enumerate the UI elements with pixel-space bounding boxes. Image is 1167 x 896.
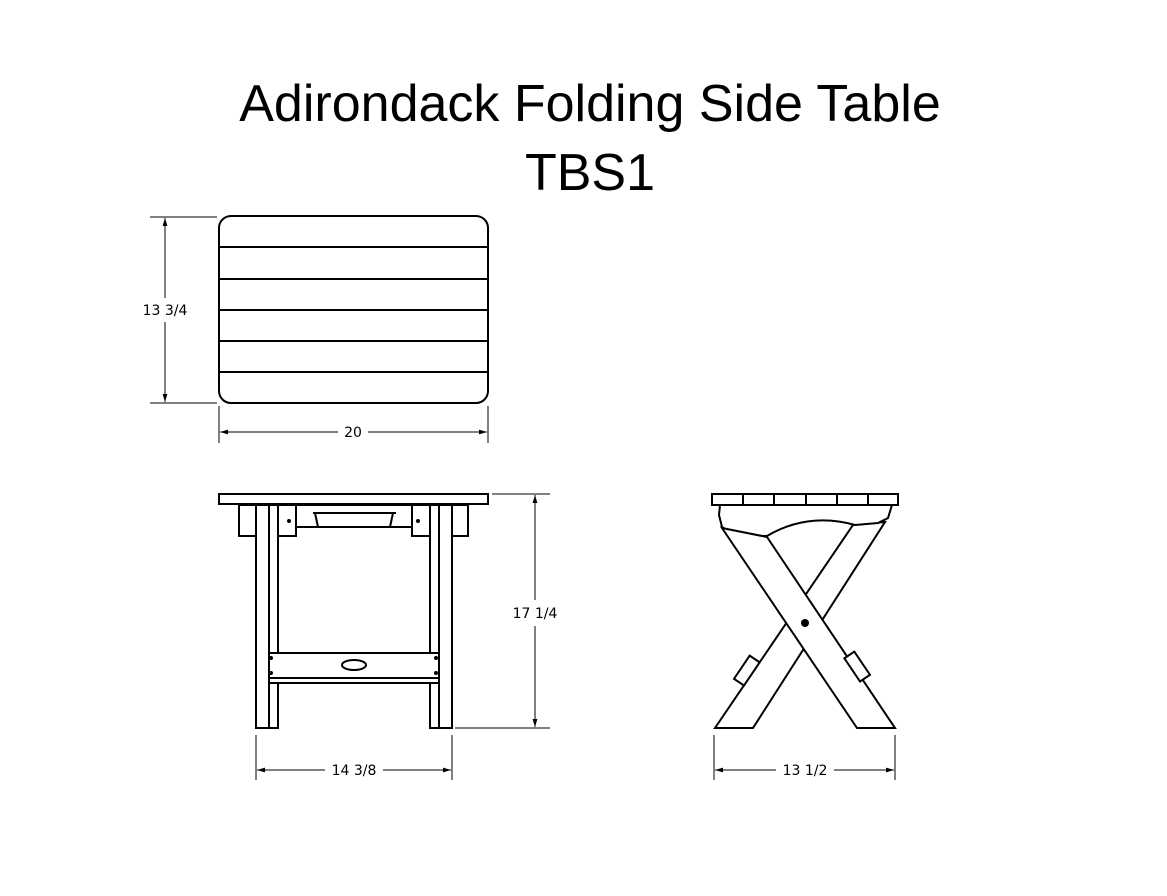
side-width-dimension: 13 1/2	[713, 735, 896, 780]
handle-hole	[341, 659, 367, 671]
front-width-dimension: 14 3/8	[255, 735, 453, 780]
front-view: 17 1/4 14 3/8	[218, 493, 558, 780]
top-view: 13 3/4 20	[143, 215, 489, 443]
height-label: 17 1/4	[513, 606, 558, 622]
tabletop-slats	[219, 246, 488, 373]
front-tabletop	[218, 493, 489, 505]
width-dimension: 20	[218, 406, 489, 443]
rear-leg-cleat	[732, 654, 762, 687]
drawing-title: Adirondack Folding Side Table	[239, 75, 941, 133]
depth-dimension: 13 3/4	[143, 216, 217, 404]
side-view: 13 1/2	[711, 493, 899, 780]
right-leg	[429, 504, 453, 729]
height-dimension: 17 1/4	[455, 493, 558, 729]
left-leg	[255, 504, 279, 729]
front-leg-cleat	[842, 650, 872, 683]
front-width-label: 14 3/8	[332, 763, 377, 779]
pivot-bolt	[801, 619, 809, 627]
apron	[295, 504, 413, 528]
model-number: TBS1	[524, 144, 656, 202]
depth-label: 13 3/4	[143, 303, 188, 319]
width-label: 20	[344, 425, 362, 441]
side-width-label: 13 1/2	[783, 763, 828, 779]
front-leg	[719, 526, 897, 729]
